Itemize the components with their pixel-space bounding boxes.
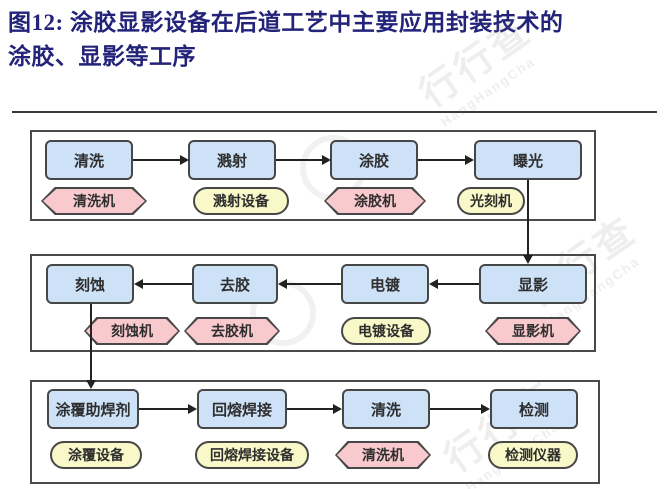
figure-title-line1: 图12: 涂胶显影设备在后道工艺中主要应用封装技术的 <box>8 10 564 35</box>
process-box-tujiao: 涂胶 <box>330 140 418 180</box>
equipment-tag-guangkeji: 光刻机 <box>457 187 525 215</box>
flow-row-2 <box>30 254 596 352</box>
hexagon-shape <box>186 319 278 343</box>
process-box-xianying: 显影 <box>479 264 587 304</box>
process-box-huironghanjie: 回熔焊接 <box>197 389 287 429</box>
hexagon-shape <box>86 319 178 343</box>
equipment-tag-tufu-shebei: 涂覆设备 <box>50 441 142 469</box>
process-box-diandu: 电镀 <box>341 264 429 304</box>
equipment-label: 清洗机 <box>73 193 115 209</box>
equipment-tag-xianyingji: 显影机 <box>485 317 581 345</box>
equipment-label: 刻蚀机 <box>111 323 153 339</box>
process-box-baoguang: 曝光 <box>474 140 582 180</box>
process-box-qingxi-1: 清洗 <box>45 140 133 180</box>
figure-title-line2: 涂胶、显影等工序 <box>8 44 196 69</box>
flow-row-3 <box>30 380 600 484</box>
equipment-tag-qingxiji-1: 清洗机 <box>41 187 147 215</box>
equipment-label: 去胶机 <box>211 323 253 339</box>
arrow-down <box>523 180 533 264</box>
arrow-down <box>86 304 96 389</box>
process-box-keshi: 刻蚀 <box>46 264 134 304</box>
equipment-tag-jiance-yiqi: 检测仪器 <box>488 441 578 469</box>
equipment-tag-huironghanjie-shebei: 回熔焊接设备 <box>195 441 309 469</box>
title-divider <box>12 111 657 113</box>
equipment-tag-jianshe-shebei: 溅射设备 <box>193 187 289 215</box>
arrow-right <box>276 155 331 165</box>
arrow-right <box>139 404 197 414</box>
arrow-left <box>134 279 192 289</box>
arrow-left <box>278 279 341 289</box>
hexagon-shape <box>326 189 424 213</box>
process-box-jiance: 检测 <box>490 389 578 429</box>
equipment-tag-qujiaoji: 去胶机 <box>184 317 280 345</box>
hexagon-shape <box>487 319 579 343</box>
arrow-right <box>418 155 474 165</box>
figure-title: 图12: 涂胶显影设备在后道工艺中主要应用封装技术的 涂胶、显影等工序 <box>8 6 658 74</box>
process-box-tufuzhuhanjii: 涂覆助焊剂 <box>47 389 139 429</box>
equipment-label: 清洗机 <box>362 447 404 463</box>
hexagon-shape <box>43 189 145 213</box>
flow-row-1 <box>30 130 596 221</box>
arrow-right <box>430 404 490 414</box>
equipment-tag-diandu-shebei: 电镀设备 <box>341 317 431 345</box>
arrow-right <box>287 404 342 414</box>
equipment-tag-tujiaoji: 涂胶机 <box>324 187 426 215</box>
equipment-label: 涂胶机 <box>354 193 396 209</box>
equipment-tag-keshiji: 刻蚀机 <box>84 317 180 345</box>
arrow-right <box>133 155 189 165</box>
process-box-jianshe: 溅射 <box>188 140 276 180</box>
process-box-qujiao: 去胶 <box>192 264 278 304</box>
equipment-tag-qingxiji-2: 清洗机 <box>335 441 431 469</box>
arrow-left <box>429 279 479 289</box>
equipment-label: 显影机 <box>512 323 554 339</box>
process-box-qingxi-2: 清洗 <box>342 389 430 429</box>
hexagon-shape <box>337 443 429 467</box>
